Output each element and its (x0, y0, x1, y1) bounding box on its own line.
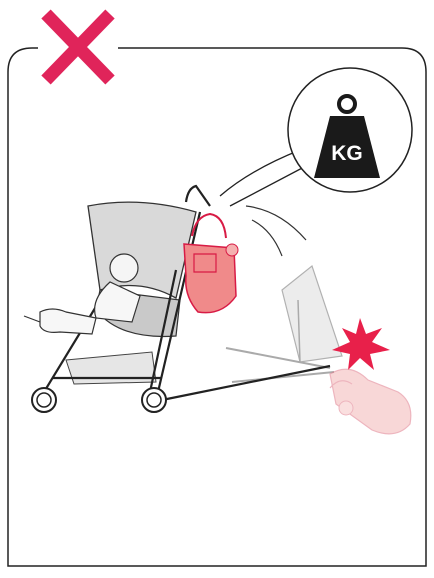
stroller-basket (66, 352, 156, 384)
motion-lines (246, 206, 306, 256)
stroller-wheel-front (32, 388, 56, 412)
weight-label: KG (331, 142, 363, 165)
fallen-bag-ghost (330, 369, 411, 434)
stroller-canopy (88, 202, 196, 298)
impact-icon (332, 318, 390, 370)
tipping-stroller-ghost (226, 266, 342, 382)
weight-callout (220, 68, 412, 206)
stroller-wheel-rear (142, 388, 166, 412)
cross-icon (46, 14, 110, 80)
